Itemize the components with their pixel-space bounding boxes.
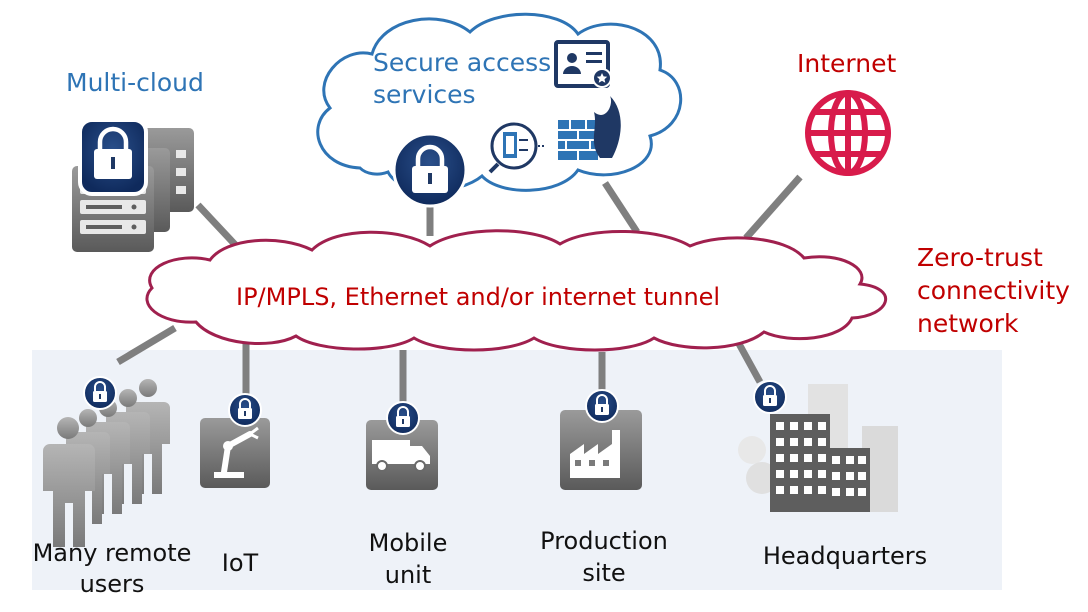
truck-icon [366,420,438,490]
production-lock-icon [585,389,619,423]
users-lock-icon [83,376,117,410]
connector-internet [743,174,803,241]
production-label-line1: Production [540,527,668,555]
connector-hq [734,340,764,384]
remote-users-label-line2: users [79,570,145,598]
zero-trust-label-line3: network [917,309,1019,338]
remote-users-label-line1: Many remote [32,539,192,567]
zero-trust-label-line2: connectivity [917,276,1070,305]
multicloud-lock-icon [78,118,148,196]
robot-arm-icon [200,418,270,488]
firewall-icon [558,96,621,160]
iot-lock-icon [228,393,262,427]
mobile-lock-icon [386,401,420,435]
iot-label: IoT [221,549,259,577]
internet-label: Internet [797,49,897,78]
mobile-label-line1: Mobile [368,529,448,557]
secure-access-label-line1: Secure access [373,48,552,77]
tunnel-label: IP/MPLS, Ethernet and/or internet tunnel [236,283,721,311]
certificate-icon [554,40,612,88]
multi-cloud-label: Multi-cloud [66,68,204,97]
connector-secure-right [602,181,640,234]
zero-trust-label-line1: Zero-trust [917,243,1043,272]
buildings-icon [738,384,898,512]
production-label-line2: site [582,559,626,587]
mobile-label-line2: unit [384,561,432,589]
connector-users [116,324,177,366]
globe-icon [805,90,891,176]
secure-access-label-line2: services [373,80,476,109]
connectors [116,174,803,410]
headquarters-label: Headquarters [762,542,928,570]
access-device-icon [488,122,546,174]
secure-access-lock-icon [392,132,468,208]
factory-icon [560,410,642,490]
hq-lock-icon [753,380,787,414]
people-icon [43,379,170,547]
tunnel-cloud [145,229,888,352]
